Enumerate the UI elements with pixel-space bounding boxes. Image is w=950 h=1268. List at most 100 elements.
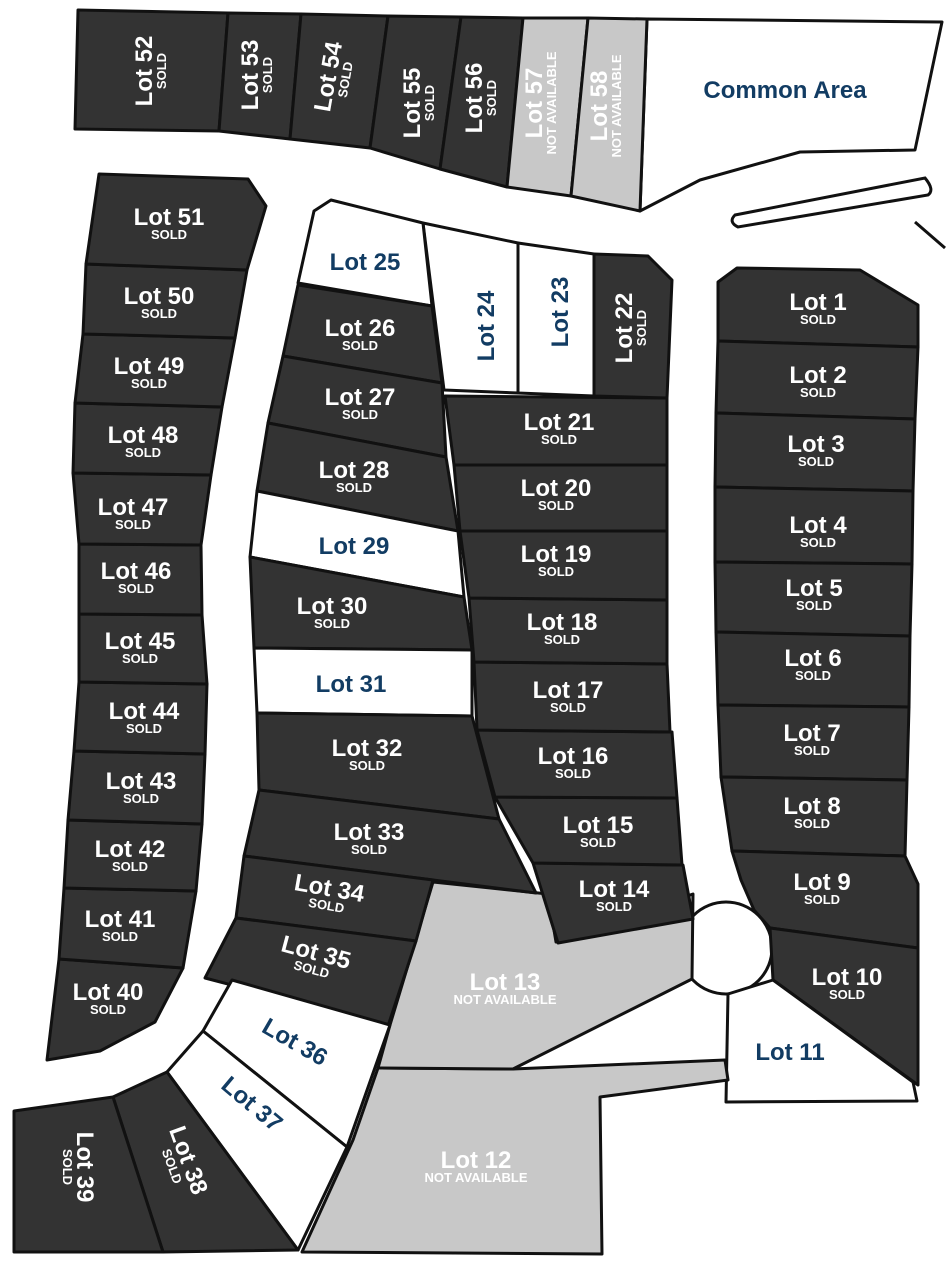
lot-3-status: SOLD [798, 454, 834, 469]
lot-33-name: Lot 33 [334, 819, 405, 846]
lot-12-status: NOT AVAILABLE [424, 1170, 527, 1185]
lot-28-name: Lot 28 [319, 457, 390, 484]
lot-18-status: SOLD [544, 632, 580, 647]
lot-45-name: Lot 45 [105, 628, 176, 655]
lot-7-status: SOLD [794, 743, 830, 758]
lot-6-status: SOLD [795, 668, 831, 683]
lot-14-status: SOLD [596, 899, 632, 914]
road-top-divider [730, 176, 933, 229]
lot-20-name: Lot 20 [521, 475, 592, 502]
lot-45-status: SOLD [122, 651, 158, 666]
lot-39-status: SOLD [60, 1149, 75, 1185]
lot-20-status: SOLD [538, 498, 574, 513]
lot-10-parcel[interactable] [768, 926, 920, 1087]
lot-58-name: Lot 58 [586, 71, 613, 142]
lot-25-name: Lot 25 [330, 249, 401, 276]
lot-30-status: SOLD [314, 616, 350, 631]
lot-15-name: Lot 15 [563, 812, 634, 839]
lot-51-status: SOLD [151, 227, 187, 242]
lot-22-status: SOLD [634, 310, 649, 346]
lot-27-status: SOLD [342, 407, 378, 422]
lot-41-status: SOLD [102, 929, 138, 944]
lot-50-status: SOLD [141, 306, 177, 321]
lot-24-name: Lot 24 [473, 290, 500, 361]
lot-39-parcel[interactable] [12, 1095, 165, 1254]
lot-2-name: Lot 2 [789, 362, 846, 389]
lot-58-status: NOT AVAILABLE [609, 54, 624, 157]
lot-1-name: Lot 1 [789, 289, 846, 316]
lot-47-status: SOLD [115, 517, 151, 532]
lot-39-name: Lot 39 [71, 1132, 98, 1203]
lot-13-name: Lot 13 [470, 969, 541, 996]
lot-31-label: Lot 31 [316, 671, 387, 698]
lot-12-parcel[interactable] [300, 1058, 730, 1256]
lot-25-parcel[interactable] [296, 198, 434, 308]
lot-58-parcel[interactable] [569, 16, 649, 213]
lot-4-status: SOLD [800, 535, 836, 550]
lot-57-status: NOT AVAILABLE [544, 51, 559, 154]
lot-43-status: SOLD [123, 791, 159, 806]
lot-56-status: SOLD [484, 80, 499, 116]
lot-11-name: Lot 11 [755, 1039, 824, 1066]
lot-33-parcel[interactable] [242, 788, 538, 895]
lot-47-name: Lot 47 [98, 494, 169, 521]
road-edge [914, 220, 946, 250]
lot-53-status: SOLD [260, 57, 275, 93]
lot-53-name: Lot 53 [237, 40, 264, 111]
lot-32-name: Lot 32 [332, 735, 403, 762]
lot-17-name: Lot 17 [533, 677, 604, 704]
lot-51-name: Lot 51 [134, 204, 205, 231]
lot-46-status: SOLD [118, 581, 154, 596]
lot-31-name: Lot 31 [316, 671, 387, 698]
lot-40-status: SOLD [90, 1002, 126, 1017]
lot-25-label: Lot 25 [330, 249, 401, 276]
lot-51-parcel[interactable] [84, 172, 268, 272]
lot-46-name: Lot 46 [101, 558, 172, 585]
lot-26-status: SOLD [342, 338, 378, 353]
lot-27-name: Lot 27 [325, 384, 396, 411]
lot-23-label: Lot 23 [547, 277, 574, 348]
lot-11-parcel[interactable] [724, 978, 919, 1104]
lot-33-status: SOLD [351, 842, 387, 857]
lot-8-name: Lot 8 [783, 793, 840, 820]
lot-9-status: SOLD [804, 892, 840, 907]
lot-28-status: SOLD [336, 480, 372, 495]
lot-43-name: Lot 43 [106, 768, 177, 795]
lot-52-status: SOLD [154, 53, 169, 89]
lots-layer [12, 8, 944, 1256]
lot-10-name: Lot 10 [812, 964, 883, 991]
lot-5-status: SOLD [796, 598, 832, 613]
lot-56-name: Lot 56 [461, 63, 488, 134]
lot-42-name: Lot 42 [95, 836, 166, 863]
lot-26-name: Lot 26 [325, 315, 396, 342]
